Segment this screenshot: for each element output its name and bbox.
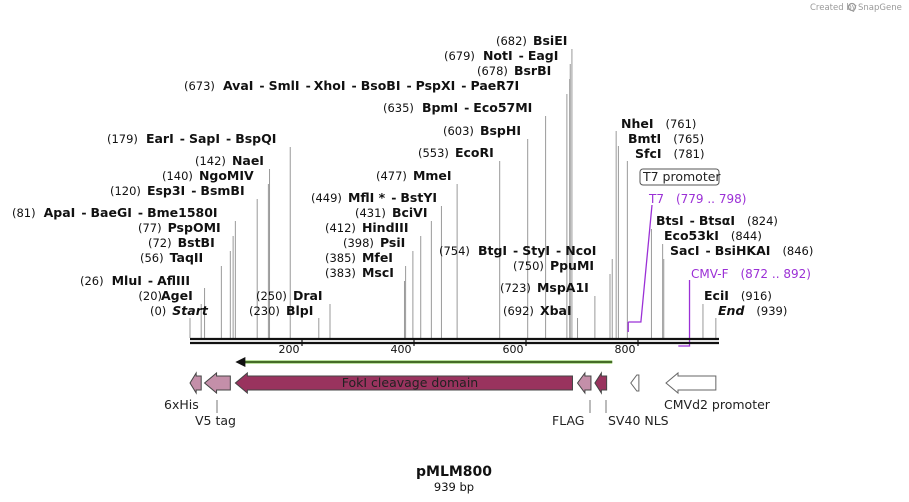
sv40-nls-label[interactable]: SV40 NLS — [608, 413, 669, 428]
primer-cmvf-arrow — [678, 280, 691, 347]
site-eco53kI[interactable]: Eco53kI(844) — [664, 228, 762, 243]
t7-promoter-feature[interactable] — [630, 374, 640, 392]
site-ppuMI[interactable]: (750)PpuMI — [513, 258, 594, 273]
site-lines — [189, 49, 717, 338]
map-length: 939 bp — [434, 480, 474, 494]
tick-label: 800 — [615, 343, 636, 356]
site-ageI-pos: (20) — [138, 289, 162, 303]
site-psiI[interactable]: (398)PsiI — [343, 235, 405, 250]
feature-arrow[interactable] — [234, 371, 573, 395]
site-hindIII[interactable]: (412)HindIII — [325, 220, 408, 235]
primer-cmvf-label[interactable]: CMV-F(872 .. 892) — [691, 267, 811, 281]
features — [189, 371, 717, 395]
feature-arrow[interactable] — [203, 371, 231, 395]
primer-t7-arrow — [627, 204, 653, 332]
site-bspHI[interactable]: (603)BspHI — [443, 123, 521, 138]
cmvd2-promoter-label[interactable]: CMVd2 promoter — [664, 397, 771, 412]
site-avaI[interactable]: (673)AvaI-SmlI-XhoI-BsoBI-PspXI-PaeR7I — [184, 78, 519, 93]
tick-label: 600 — [503, 343, 524, 356]
site-bsiEI[interactable]: (682)BsiEI — [496, 33, 567, 48]
site-end[interactable]: End(939) — [718, 303, 787, 318]
site-ecoRI[interactable]: (553)EcoRI — [418, 145, 494, 160]
feature-arrow[interactable] — [594, 371, 608, 395]
restriction-labels: (0)Start (20) AgeI (26)MluI-AflIII (56)T… — [12, 33, 813, 318]
site-naeI[interactable]: (142)NaeI — [195, 153, 264, 168]
site-bmtI[interactable]: BmtI(765) — [628, 131, 704, 146]
t7-promoter-label-text: T7 promoter — [642, 169, 721, 184]
t7-promoter-label[interactable]: T7 promoter — [639, 168, 721, 186]
site-nheI[interactable]: NheI(761) — [621, 116, 696, 131]
feature-arrow[interactable] — [189, 371, 202, 395]
site-sacI[interactable]: SacI-BsiHKAI(846) — [670, 243, 813, 258]
site-mscI[interactable]: (383)MscI — [325, 265, 394, 280]
tick-label: 200 — [279, 343, 300, 356]
map-title: pMLM800 — [416, 464, 492, 480]
credit-text: Created by — [810, 3, 857, 13]
feature-arrow[interactable] — [576, 371, 592, 395]
site-taqII[interactable]: (56)TaqII — [140, 250, 203, 265]
site-eciI[interactable]: EciI(916) — [704, 288, 772, 303]
site-pspOMI[interactable]: (77)PspOMI — [138, 220, 221, 235]
site-bciVI[interactable]: (431)BciVI — [355, 205, 427, 220]
site-esp3I[interactable]: (120)Esp3I-BsmBI — [110, 183, 245, 198]
site-sfcI[interactable]: SfcI(781) — [635, 146, 704, 161]
primer-t7-label[interactable]: T7(779 .. 798) — [648, 192, 746, 206]
sequence-backbone — [190, 337, 719, 345]
site-notI[interactable]: (679)NotI-EagI — [444, 48, 558, 63]
site-bpmI[interactable]: (635)BpmI-Eco57MI — [383, 100, 532, 115]
feature-labels: FokI cleavage domain 6xHis V5 tag FLAG S… — [164, 375, 771, 428]
site-bsrBI[interactable]: (678)BsrBI — [477, 63, 551, 78]
his-tag-label[interactable]: 6xHis — [164, 397, 199, 412]
site-mflI[interactable]: (449)MflI *-BstYI — [311, 190, 437, 205]
site-blpI[interactable]: (230)BlpI — [249, 303, 313, 318]
primers: T7(779 .. 798) CMV-F(872 .. 892) — [627, 192, 811, 347]
site-draI[interactable]: (250)DraI — [256, 288, 323, 303]
site-earI[interactable]: (179)EarI-SapI-BspQI — [107, 131, 276, 146]
site-ageI[interactable]: AgeI — [161, 288, 193, 303]
brand-text: SnapGene — [858, 3, 902, 13]
snapgene-credit: Created by SnapGene — [810, 2, 902, 13]
site-mluI[interactable]: (26)MluI-AflIII — [80, 273, 190, 288]
site-apaI[interactable]: (81)ApaI-BaeGI-Bme1580I — [12, 205, 218, 220]
flag-label[interactable]: FLAG — [552, 413, 584, 428]
orf-arrow[interactable] — [235, 357, 613, 367]
site-ngoMIV[interactable]: (140)NgoMIV — [162, 168, 254, 183]
site-mmeI[interactable]: (477)MmeI — [376, 168, 452, 183]
site-mfeI[interactable]: (385)MfeI — [325, 250, 393, 265]
feature-arrow[interactable] — [665, 371, 717, 395]
site-xbaI[interactable]: (692)XbaI — [503, 303, 572, 318]
site-btgI[interactable]: (754)BtgI-StyI-NcoI — [439, 243, 596, 258]
site-start[interactable]: (0)Start — [150, 303, 209, 318]
ruler-ticks: 200 400 600 800 — [279, 339, 639, 356]
site-btsI[interactable]: BtsI-BtsαI(824) — [656, 213, 778, 228]
site-mspA1I[interactable]: (723)MspA1I — [500, 280, 589, 295]
snapgene-logo-icon — [847, 2, 857, 12]
t7-promoter-label-box — [639, 168, 720, 186]
site-bstBI[interactable]: (72)BstBI — [148, 235, 215, 250]
v5-tag-label[interactable]: V5 tag — [195, 413, 236, 428]
fokI-label: FokI cleavage domain — [342, 375, 478, 390]
orf-arrowhead — [235, 357, 246, 367]
tick-label: 400 — [391, 343, 412, 356]
